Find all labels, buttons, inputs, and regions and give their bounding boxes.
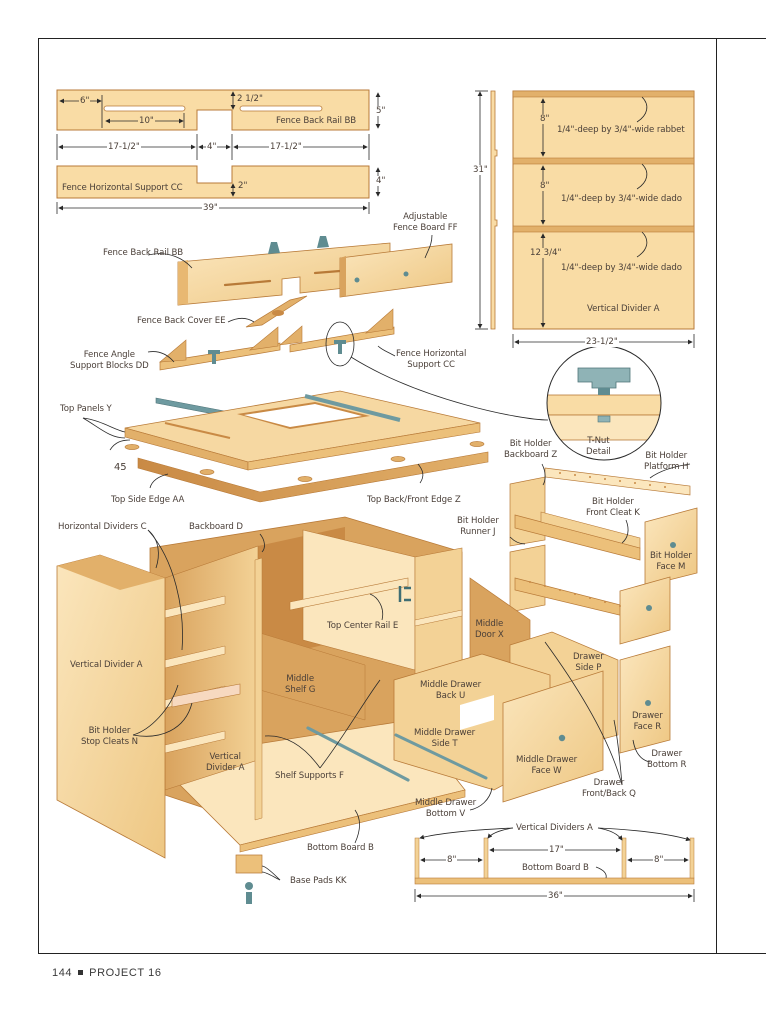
- label-bit-holder-front-cleat: Bit Holder Front Cleat K: [586, 497, 640, 518]
- dim-notch-width: 4": [206, 142, 218, 152]
- dim-notch-depth-rail: 2 1/2": [236, 94, 264, 104]
- label-vertical-divider-left: Vertical Divider A: [70, 660, 143, 670]
- tnut-detail-circle: [546, 345, 662, 461]
- label-drawer-front-back: Drawer Front/Back Q: [582, 778, 636, 799]
- label-vertical-divider-center: Vertical Divider A: [206, 752, 245, 773]
- joint-label-dado-2: 1/4"-deep by 3/4"-wide dado: [561, 263, 682, 273]
- page-number: 144: [52, 967, 73, 979]
- fence-support-plan: [56, 165, 370, 199]
- label-fence-back-cover: Fence Back Cover EE: [137, 316, 226, 326]
- dim-left-length: 17-1/2": [107, 142, 141, 152]
- joint-label-rabbet: 1/4"-deep by 3/4"-wide rabbet: [557, 125, 685, 135]
- label-drawer-bottom: Drawer Bottom R: [647, 749, 687, 770]
- leader-lines: [82, 234, 691, 881]
- label-drawer-side: Drawer Side P: [573, 652, 604, 673]
- bottom-plan: [414, 837, 695, 885]
- fence-support-plan-label: Fence Horizontal Support CC: [62, 183, 183, 193]
- dim-bottom-overall: 36": [547, 891, 564, 901]
- label-shelf-supports: Shelf Supports F: [275, 771, 344, 781]
- bullet-square-icon: [78, 970, 84, 976]
- dim-rail-height: 5": [375, 106, 387, 116]
- label-horizontal-dividers: Horizontal Dividers C: [58, 522, 147, 532]
- dim-slot-offset: 6": [79, 96, 91, 106]
- dim-divider-height: 31": [472, 165, 489, 175]
- label-top-center-rail: Top Center Rail E: [327, 621, 399, 631]
- label-top-side-edge: Top Side Edge AA: [111, 495, 185, 505]
- dim-right-length: 17-1/2": [269, 142, 303, 152]
- fence-back-cover-3d: [245, 295, 308, 328]
- label-adjustable-fence-board: Adjustable Fence Board FF: [393, 212, 458, 233]
- label-middle-shelf: Middle Shelf G: [285, 674, 316, 695]
- label-bit-holder-face: Bit Holder Face M: [650, 551, 692, 572]
- dim-slot-length: 10": [138, 116, 155, 126]
- label-fence-angle-blocks: Fence Angle Support Blocks DD: [70, 350, 149, 371]
- label-bit-holder-backboard: Bit Holder Backboard Z: [504, 439, 558, 460]
- label-biscuit-size: 45: [114, 462, 127, 473]
- dim-right-bay: 8": [653, 855, 665, 865]
- label-bottom-board: Bottom Board B: [307, 843, 374, 853]
- page-footer: 144 PROJECT 16: [52, 967, 162, 979]
- label-fence-horizontal-support: Fence Horizontal Support CC: [396, 349, 467, 370]
- top-panels-3d: [124, 390, 481, 471]
- dim-divider-width: 23-1/2": [585, 337, 619, 347]
- label-middle-drawer-side: Middle Drawer Side T: [414, 728, 476, 749]
- label-bottom-board-plan: Bottom Board B: [522, 863, 589, 873]
- top-edge-banding: [124, 441, 489, 503]
- label-bit-holder-runner: Bit Holder Runner J: [457, 516, 499, 537]
- adjustable-fence-board-3d: [339, 243, 453, 298]
- middle-drawer-3d: [393, 653, 604, 803]
- label-base-pads: Base Pads KK: [290, 876, 347, 886]
- dim-spacing-1: 8": [539, 114, 551, 124]
- label-fence-back-rail: Fence Back Rail BB: [103, 248, 184, 258]
- divider-elevation-title: Vertical Divider A: [587, 304, 660, 314]
- dim-center-bay: 17": [548, 845, 565, 855]
- joint-label-dado-1: 1/4"-deep by 3/4"-wide dado: [561, 194, 682, 204]
- fence-back-rail-plan-label: Fence Back Rail BB: [276, 116, 357, 126]
- section-name: PROJECT 16: [89, 967, 162, 979]
- dim-spacing-3: 12 3/4": [529, 248, 563, 258]
- label-tnut-detail: T-Nut Detail: [586, 436, 611, 457]
- label-middle-door: Middle Door X: [475, 619, 504, 640]
- label-middle-drawer-bottom: Middle Drawer Bottom V: [415, 798, 477, 819]
- dim-overall-length: 39": [202, 203, 219, 213]
- fence-horizontal-support-3d: [159, 308, 549, 421]
- dim-left-bay: 8": [446, 855, 458, 865]
- divider-dimension-lines: [475, 90, 695, 348]
- page-column-rule: [716, 38, 717, 954]
- dim-spacing-2: 8": [539, 181, 551, 191]
- label-middle-drawer-face: Middle Drawer Face W: [516, 755, 578, 776]
- bit-holder-3d: [509, 467, 698, 645]
- label-middle-drawer-back: Middle Drawer Back U: [420, 680, 482, 701]
- dim-support-height: 4": [375, 176, 387, 186]
- label-top-panels: Top Panels Y: [60, 404, 112, 414]
- label-bit-holder-stop-cleats: Bit Holder Stop Cleats N: [81, 726, 138, 747]
- label-backboard: Backboard D: [189, 522, 243, 532]
- label-drawer-face: Drawer Face R: [632, 711, 663, 732]
- label-bit-holder-platform: Bit Holder Platform H: [644, 451, 689, 472]
- label-vertical-dividers-plan: Vertical Dividers A: [516, 823, 593, 833]
- fence-back-rail-3d: [177, 236, 391, 306]
- dim-notch-depth-support: 2": [237, 181, 249, 191]
- label-top-back-front-edge: Top Back/Front Edge Z: [367, 495, 461, 505]
- page-frame: [38, 38, 766, 954]
